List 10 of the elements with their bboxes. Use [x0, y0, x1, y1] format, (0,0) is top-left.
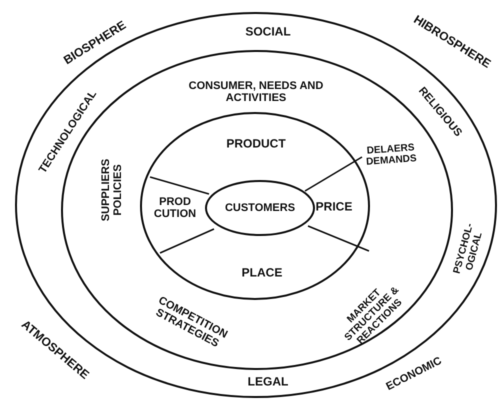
mix-label: PLACE: [242, 266, 282, 280]
mix-label: PROD CUTION: [152, 196, 198, 220]
mix-label: PRODUCT: [226, 137, 286, 151]
environment-label: LEGAL: [248, 375, 288, 389]
center-label: CUSTOMERS: [224, 202, 296, 214]
factor-label: DELAERS DEMANDS: [364, 142, 418, 168]
factor-label: SUPPLIERS POLICIES: [100, 158, 124, 224]
environment-label: SOCIAL: [245, 25, 291, 39]
factor-label: CONSUMER, NEEDS AND ACTIVITIES: [188, 80, 324, 104]
mix-label: PRICE: [316, 200, 352, 214]
